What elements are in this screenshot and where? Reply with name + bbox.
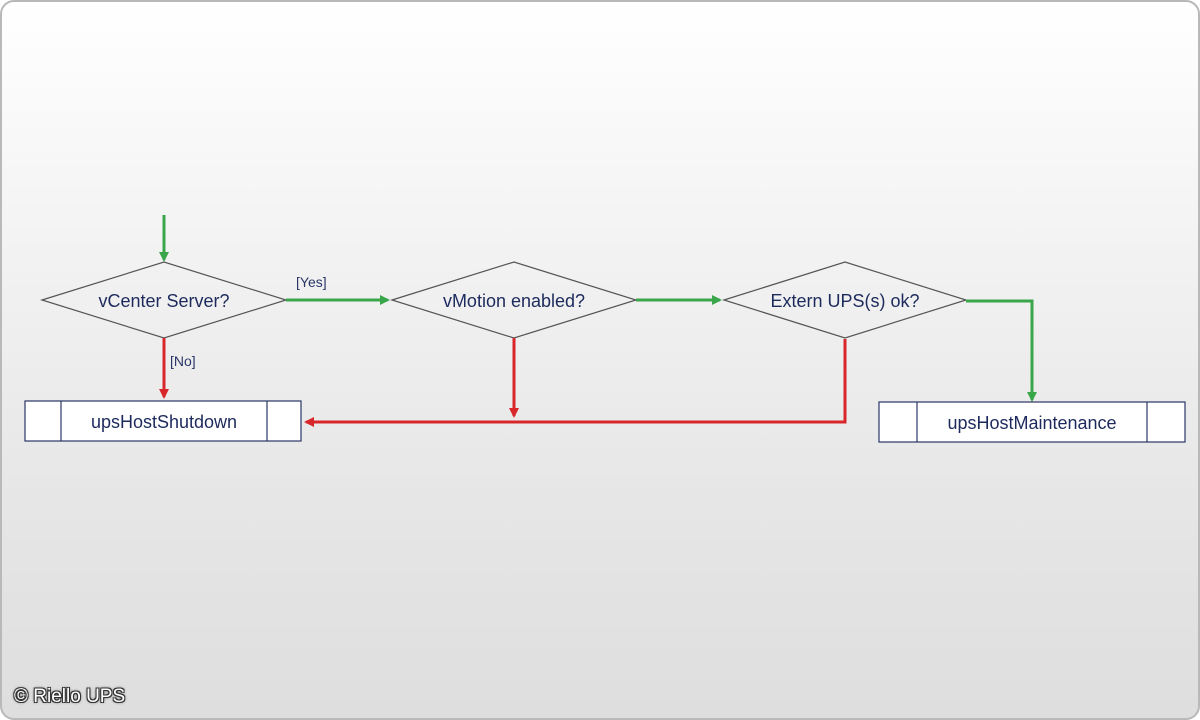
process-ups-host-maintenance: upsHostMaintenance	[878, 401, 1186, 443]
decision-vcenter-label: vCenter Server?	[98, 291, 229, 311]
copyright-watermark: © Riello UPS	[14, 686, 126, 707]
process-ups-host-shutdown: upsHostShutdown	[24, 400, 302, 442]
process-shutdown-label: upsHostShutdown	[91, 412, 237, 432]
decision-vcenter-server: vCenter Server?	[39, 261, 289, 339]
decision-ups-label: Extern UPS(s) ok?	[770, 291, 919, 311]
arrow-ups-to-shutdown	[304, 339, 847, 427]
yes-label: [Yes]	[296, 274, 327, 290]
no-label: [No]	[170, 353, 196, 369]
arrow-ups-to-maintenance	[966, 299, 1037, 402]
decision-extern-ups-ok: Extern UPS(s) ok?	[721, 261, 969, 339]
decision-vmotion-label: vMotion enabled?	[443, 291, 585, 311]
process-maintenance-label: upsHostMaintenance	[947, 413, 1116, 433]
decision-vmotion-enabled: vMotion enabled?	[389, 261, 639, 339]
